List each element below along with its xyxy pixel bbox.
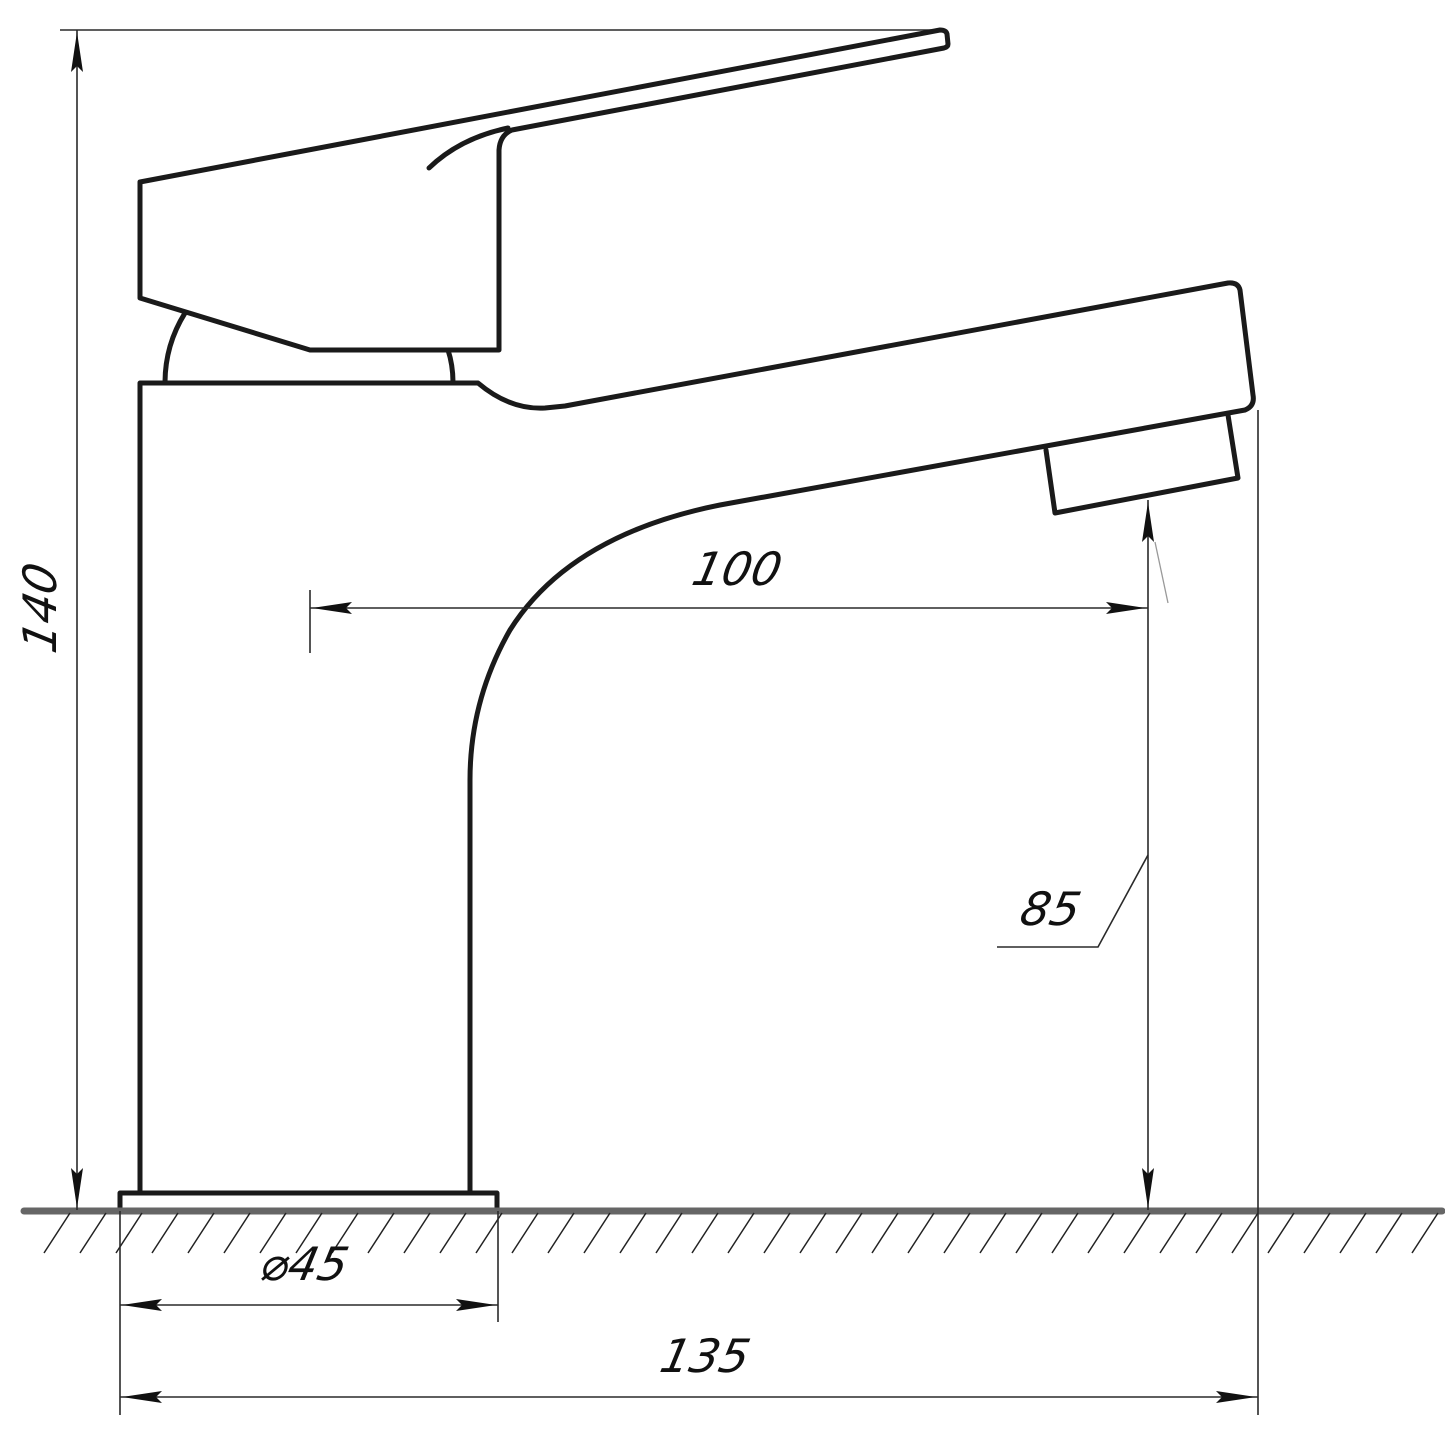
dim-135-label: 135 — [656, 1329, 755, 1382]
dim-100-label: 100 — [688, 542, 787, 595]
dim-85-label: 85 — [1016, 882, 1086, 935]
dimension-spout-height: 85 — [997, 500, 1169, 1210]
handle-lever — [137, 27, 951, 353]
dim-140-label: 140 — [13, 558, 66, 657]
dimension-base-diameter: ⌀45 — [119, 1211, 499, 1415]
cartridge-dome — [162, 310, 456, 386]
dimension-overall-height: 140 — [13, 30, 83, 1210]
aerator — [1043, 412, 1241, 516]
base-flange — [117, 1190, 500, 1212]
dimension-spout-reach: 100 — [309, 542, 1148, 653]
dim-45-label: ⌀45 — [256, 1237, 354, 1290]
surface-hatching — [43, 1212, 1439, 1254]
faucet-body — [137, 280, 1256, 1196]
dimension-overall-length: 135 — [120, 1329, 1258, 1403]
